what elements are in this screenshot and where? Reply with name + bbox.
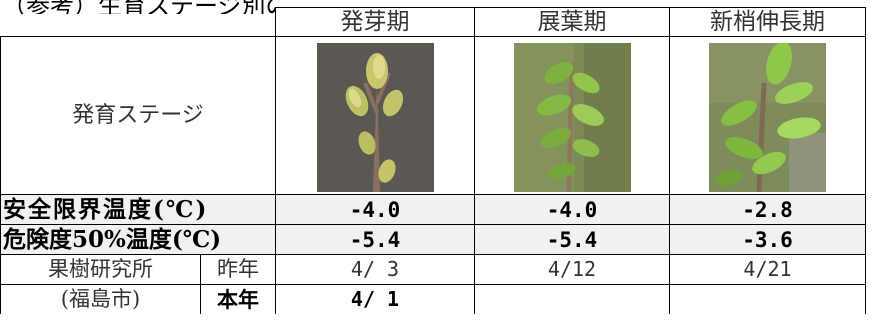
value: -2.8 (742, 198, 793, 222)
danger-50-leafing: -5.4 (474, 224, 670, 255)
danger-50-budding: -5.4 (275, 224, 475, 255)
this-year-label: 本年 (200, 284, 276, 314)
value: -5.4 (349, 228, 401, 252)
value: -4.0 (349, 198, 401, 222)
photo-cell-leafing (474, 36, 670, 195)
value: -3.6 (742, 228, 793, 252)
photo-cell-shoot (669, 36, 866, 195)
photo-row: 発育ステージ (0, 36, 866, 195)
date: 4/12 (547, 257, 597, 281)
danger-50-row: 危険度50%温度(℃) -5.4 -5.4 -3.6 (0, 224, 866, 255)
value: -4.0 (546, 198, 598, 222)
station-name: 果樹研究所 (0, 254, 201, 285)
value: -5.4 (546, 228, 598, 252)
bud-photo (316, 43, 434, 192)
date: 4/21 (743, 257, 792, 281)
header-stage-shoot: 新梢伸長期 (669, 7, 866, 37)
safety-limit-label: 安全限界温度(℃) (0, 194, 276, 225)
last-year-row: 果樹研究所 昨年 4/ 3 4/12 4/21 (0, 254, 866, 285)
header-stage-budding: 発芽期 (275, 7, 475, 37)
date: 4/ 3 (350, 257, 400, 281)
last-year-leafing: 4/12 (474, 254, 670, 285)
safety-limit-leafing: -4.0 (474, 194, 670, 225)
this-year-budding: 4/ 1 (275, 284, 475, 314)
header-row: 発芽期 展葉期 新梢伸長期 (0, 7, 866, 37)
last-year-shoot: 4/21 (669, 254, 866, 285)
safety-limit-budding: -4.0 (275, 194, 475, 225)
shoot-photo (709, 43, 826, 192)
this-year-leafing (474, 284, 670, 314)
stage-label: 発育ステージ (0, 36, 276, 195)
leaf-photo (513, 43, 631, 192)
this-year-shoot (669, 284, 866, 314)
safety-limit-shoot: -2.8 (669, 194, 866, 225)
photo-cell-budding (275, 36, 475, 195)
danger-50-label: 危険度50%温度(℃) (0, 224, 276, 255)
safety-limit-row: 安全限界温度(℃) -4.0 -4.0 -2.8 (0, 194, 866, 225)
date: 4/ 1 (350, 287, 400, 311)
this-year-row: (福島市) 本年 4/ 1 (0, 284, 866, 314)
header-stage-leafing: 展葉期 (474, 7, 670, 37)
last-year-label: 昨年 (200, 254, 276, 285)
growth-stage-table: 発芽期 展葉期 新梢伸長期 発育ステージ (0, 7, 866, 314)
station-city: (福島市) (0, 284, 201, 314)
danger-50-shoot: -3.6 (669, 224, 866, 255)
corner-cell (0, 7, 276, 37)
last-year-budding: 4/ 3 (275, 254, 475, 285)
